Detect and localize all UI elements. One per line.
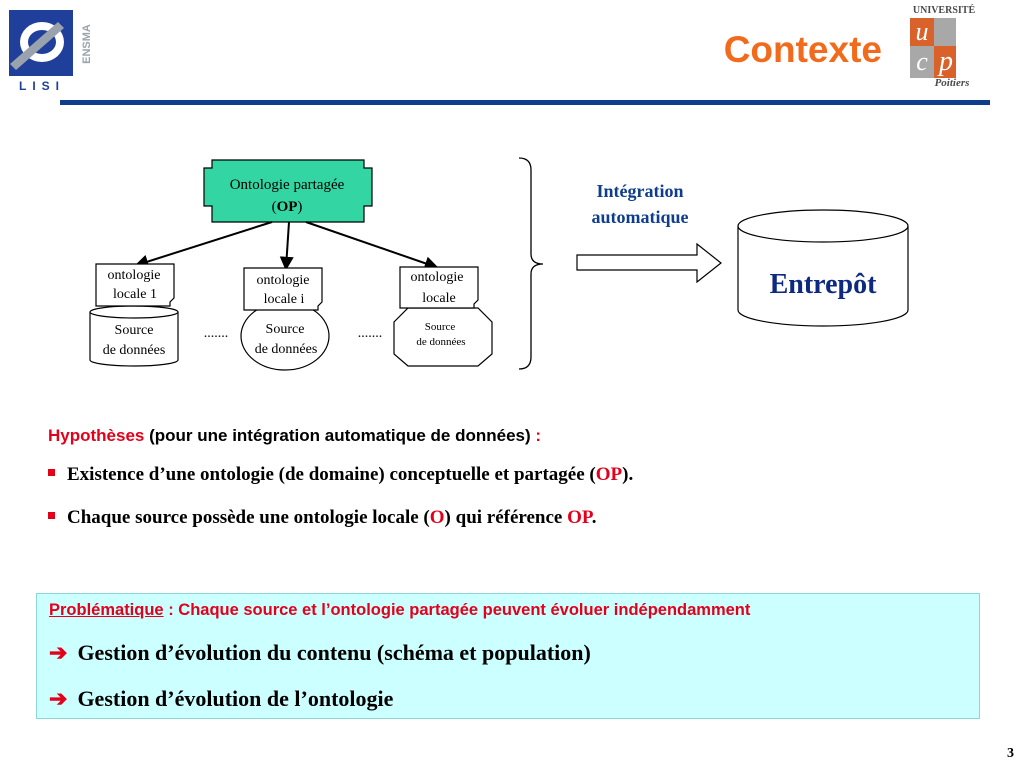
integration-arrow xyxy=(576,242,722,284)
problem-item-1-text: Gestion d’évolution du contenu (schéma e… xyxy=(77,640,591,665)
ensma-logo-text: ENSMA xyxy=(81,24,93,64)
grouping-brace xyxy=(518,157,544,370)
warehouse-node: Entrepôt xyxy=(737,209,909,327)
problem-item-2: ➔ Gestion d’évolution de l’ontologie xyxy=(49,686,393,712)
bullet-1-text: Existence d’une ontologie (de domaine) c… xyxy=(67,464,596,485)
arrow-to-local-ontology-n xyxy=(305,221,439,270)
hypotheses-heading-text: (pour une intégration automatique de don… xyxy=(144,426,531,445)
shared-ontology-label: Ontologie partagée xyxy=(230,177,345,193)
source-i-label-line1: Source xyxy=(266,322,305,337)
right-arrow-icon: ➔ xyxy=(49,640,68,665)
lisi-logo-text: LISI xyxy=(19,79,65,92)
hypothesis-bullet-1: Existence d’une ontologie (de domaine) c… xyxy=(48,464,633,486)
problem-heading: Problématique : Chaque source et l’ontol… xyxy=(49,601,750,620)
shared-ontology-abbr: (OP) xyxy=(272,199,303,215)
data-source-n: Source de données xyxy=(393,307,493,367)
local-ontology-i: ontologie locale i xyxy=(243,267,323,311)
integration-label-line2: automatique xyxy=(591,207,688,227)
logo-block-p xyxy=(934,46,956,78)
lisi-ensma-logo: LISI ENSMA xyxy=(9,10,93,92)
source-n-label-line2: de données xyxy=(416,336,465,348)
logo-letter-u: u xyxy=(916,17,929,46)
slide-title: Contexte xyxy=(723,29,882,70)
universite-poitiers-logo: UNIVERSITÉ u c p Poitiers xyxy=(910,4,976,89)
problem-item-1: ➔ Gestion d’évolution du contenu (schéma … xyxy=(49,640,591,666)
logo-block-c-bottom xyxy=(910,46,934,78)
arrow-to-local-ontology-i xyxy=(279,221,294,271)
arrow-to-local-ontology-1 xyxy=(134,221,273,269)
page-number: 3 xyxy=(1007,746,1014,761)
local-ontology-n-line1: ontologie xyxy=(411,270,464,285)
bullet-2-middle: ) qui référence xyxy=(444,507,568,528)
university-logo-city-text: Poitiers xyxy=(935,77,970,89)
bullet-2-highlight: O xyxy=(429,507,445,528)
hypotheses-heading-label: Hypothèses xyxy=(48,426,145,445)
problem-heading-text: : Chaque source et l’ontologie partagée … xyxy=(163,601,751,619)
problem-statement-box: Problématique : Chaque source et l’ontol… xyxy=(36,593,980,719)
local-ontology-n-line2: locale xyxy=(422,291,455,306)
bullet-1-end: ). xyxy=(622,464,634,485)
shared-ontology-node: Ontologie partagée (OP) xyxy=(203,159,373,223)
lisi-logo-slash xyxy=(10,22,64,70)
integration-label-line1: Intégration xyxy=(597,181,684,201)
problem-heading-label: Problématique xyxy=(49,601,164,619)
right-arrow-icon: ➔ xyxy=(49,686,68,711)
bullet-1-highlight: OP xyxy=(595,464,623,485)
local-ontology-n: ontologie locale xyxy=(399,266,479,309)
logo-block-c-top xyxy=(934,18,956,46)
bullet-square-icon xyxy=(48,512,55,519)
local-ontology-i-line1: ontologie xyxy=(257,273,310,288)
hypotheses-heading-colon: : xyxy=(530,426,542,445)
hypothesis-bullet-2: Chaque source possède une ontologie loca… xyxy=(48,507,597,529)
bullet-2-end: . xyxy=(591,507,597,528)
hypotheses-heading: Hypothèses (pour une intégration automat… xyxy=(48,426,541,446)
logo-block-u xyxy=(910,18,934,46)
logo-letter-p: p xyxy=(937,46,953,77)
logo-letter-c: c xyxy=(916,47,928,76)
ellipsis-left: ....... xyxy=(204,326,229,341)
ellipsis-right: ....... xyxy=(358,326,383,341)
bullet-square-icon xyxy=(48,469,55,476)
problem-item-2-text: Gestion d’évolution de l’ontologie xyxy=(77,686,394,711)
integration-diagram: Ontologie partagée (OP) Source de donnée… xyxy=(89,157,909,371)
source-i-label-line2: de données xyxy=(255,342,318,357)
source-1-label-line2: de données xyxy=(103,343,166,358)
source-1-label-line1: Source xyxy=(115,323,154,338)
header-divider xyxy=(60,100,990,105)
data-source-1: Source de données xyxy=(89,305,179,367)
bullet-2-highlight-2: OP xyxy=(567,507,592,528)
bullet-2-text: Chaque source possède une ontologie loca… xyxy=(67,507,430,528)
local-ontology-1-line2: locale 1 xyxy=(113,287,157,302)
local-ontology-1: ontologie locale 1 xyxy=(95,263,175,307)
source-n-label-line1: Source xyxy=(425,321,456,333)
warehouse-label: Entrepôt xyxy=(770,269,877,300)
local-ontology-1-line1: ontologie xyxy=(108,268,161,283)
data-source-i: Source de données xyxy=(240,301,330,371)
local-ontology-i-line2: locale i xyxy=(264,292,305,307)
university-logo-top-text: UNIVERSITÉ xyxy=(913,4,976,16)
